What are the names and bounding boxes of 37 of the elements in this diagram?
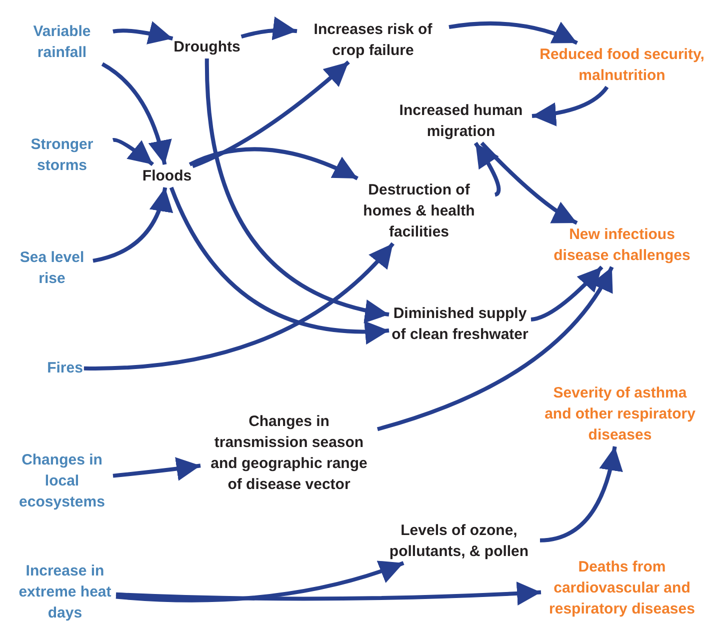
health-outcome-text: New infectious disease challenges [544, 224, 700, 266]
health-outcome-text: Severity of asthma and other respiratory diseases [540, 382, 700, 446]
arrow [112, 21, 174, 45]
health-outcome-text: Reduced food security, malnutrition [534, 44, 710, 86]
arrow [92, 187, 172, 263]
arrow [112, 138, 154, 166]
effect-text: Increased human migration [391, 100, 531, 142]
arrow [84, 242, 394, 370]
cause-text: Variable rainfall [12, 21, 112, 63]
arrow [204, 58, 390, 322]
effect-text: Diminished supply of clean freshwater [390, 303, 530, 345]
arrow [480, 142, 578, 225]
cause-text: Increase in extreme heat days [15, 560, 115, 624]
effect-text: Droughts [174, 36, 240, 58]
arrow [112, 457, 201, 481]
cause-text: Fires [47, 358, 83, 378]
health-outcome-text: Deaths from cardiovascular and respiratory diseases [542, 556, 702, 620]
arrow [188, 147, 358, 180]
cause-text: Changes in local ecosystems [12, 450, 112, 512]
effect-text: Destruction of homes & health facilities [344, 180, 494, 242]
arrow [530, 266, 604, 322]
arrow [540, 446, 622, 542]
effect-text: Floods [142, 166, 192, 186]
arrow [101, 62, 172, 165]
effect-text: Increases risk of crop failure [298, 19, 448, 61]
cause-text: Sea level rise [12, 247, 92, 289]
arrow [448, 21, 578, 45]
effect-text: Changes in transmission season and geographic range of disease vector [202, 411, 376, 495]
arrow [116, 581, 542, 606]
arrow [376, 266, 614, 432]
arrow [192, 60, 350, 168]
arrow [240, 16, 298, 41]
arrow [532, 86, 609, 126]
arrow [169, 186, 390, 344]
effect-text: Levels of ozone, pollutants, & pollen [379, 520, 539, 562]
cause-text: Stronger storms [12, 134, 112, 176]
arrow [116, 560, 404, 602]
